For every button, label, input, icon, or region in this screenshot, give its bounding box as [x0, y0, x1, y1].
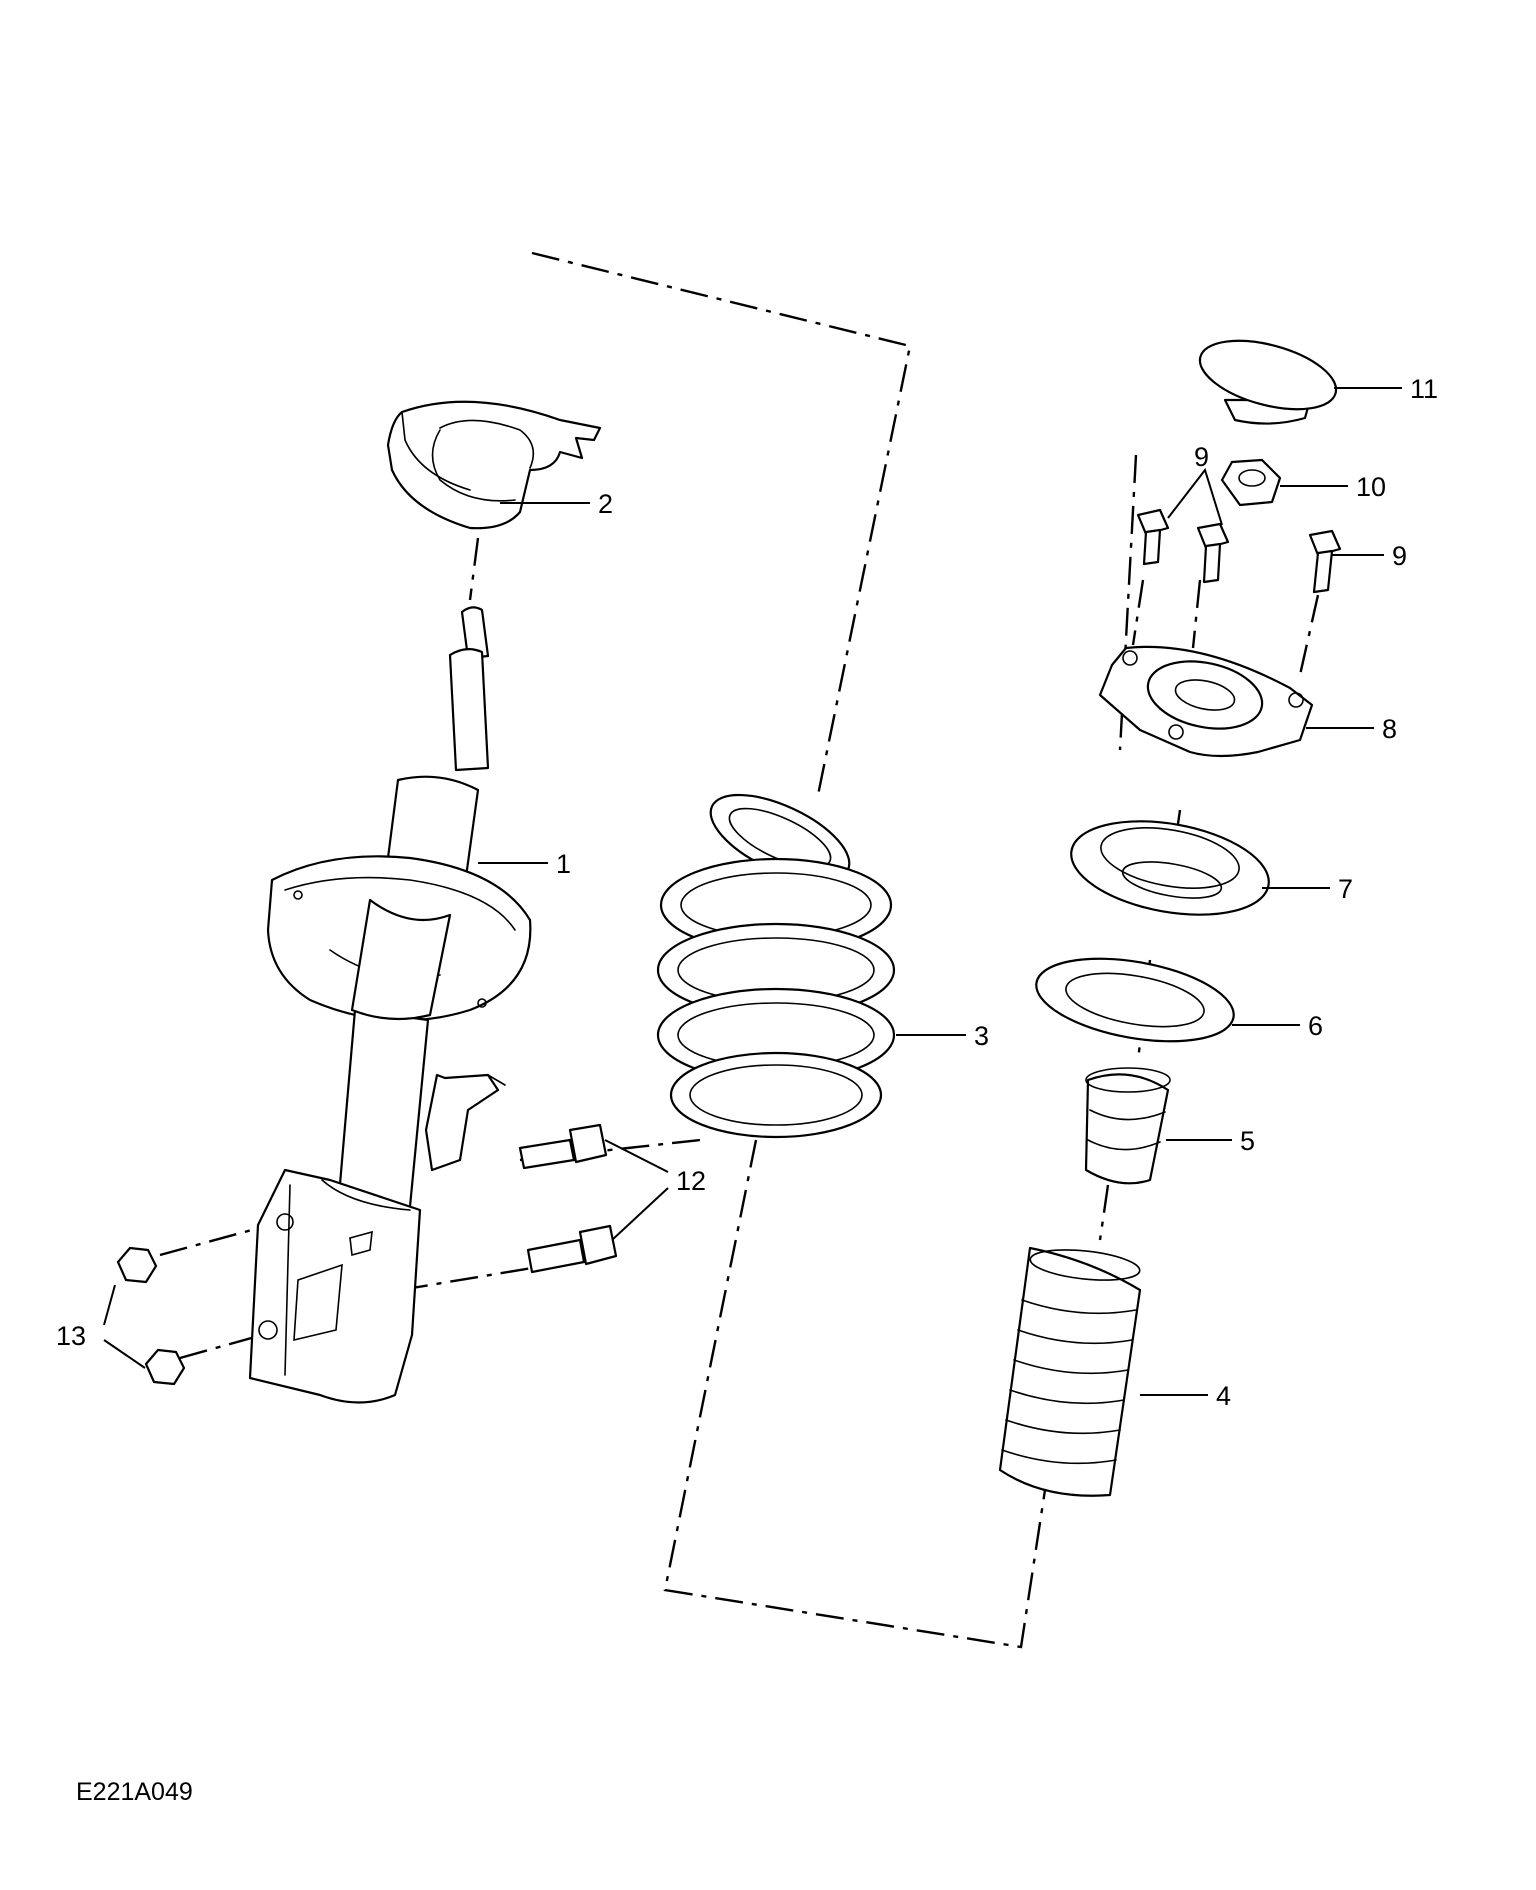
- callout-3: 3: [974, 1021, 989, 1051]
- callout-labels: 1 2 3 4 5 6 7 8 9 9 10 11 12 13: [56, 374, 1438, 1411]
- callout-leaders: [103, 387, 1402, 1396]
- callout-11: 11: [1410, 374, 1438, 404]
- strut-assembly: [248, 606, 532, 1404]
- top-mount-bolts: [1136, 508, 1342, 594]
- callout-6: 6: [1308, 1011, 1323, 1041]
- callout-9b: 9: [1392, 541, 1407, 571]
- callout-9a: 9: [1194, 442, 1209, 472]
- strut-knuckle-nuts: [116, 1246, 186, 1386]
- callout-5: 5: [1240, 1126, 1255, 1156]
- top-mount: [1098, 645, 1314, 758]
- top-mount-nut: [1220, 458, 1282, 507]
- upper-spring-seat: [386, 400, 602, 530]
- strut-bearing: [1070, 820, 1270, 916]
- callout-4: 4: [1216, 1381, 1231, 1411]
- callout-7: 7: [1338, 874, 1353, 904]
- callout-2: 2: [598, 489, 613, 519]
- strut-knuckle-bolts: [518, 1123, 618, 1274]
- callout-13: 13: [56, 1321, 86, 1351]
- drawing-code: E221A049: [76, 1778, 193, 1806]
- callout-1: 1: [556, 849, 571, 879]
- bump-stop: [1084, 1067, 1171, 1185]
- coil-spring: [656, 793, 896, 1139]
- spring-isolator: [1035, 957, 1235, 1043]
- callout-10: 10: [1356, 472, 1386, 502]
- dust-boot: [998, 1246, 1142, 1497]
- top-mount-cap: [1198, 339, 1338, 425]
- callout-8: 8: [1382, 714, 1397, 744]
- callout-12: 12: [676, 1166, 706, 1196]
- assembly-axis-lines: [159, 251, 1320, 1649]
